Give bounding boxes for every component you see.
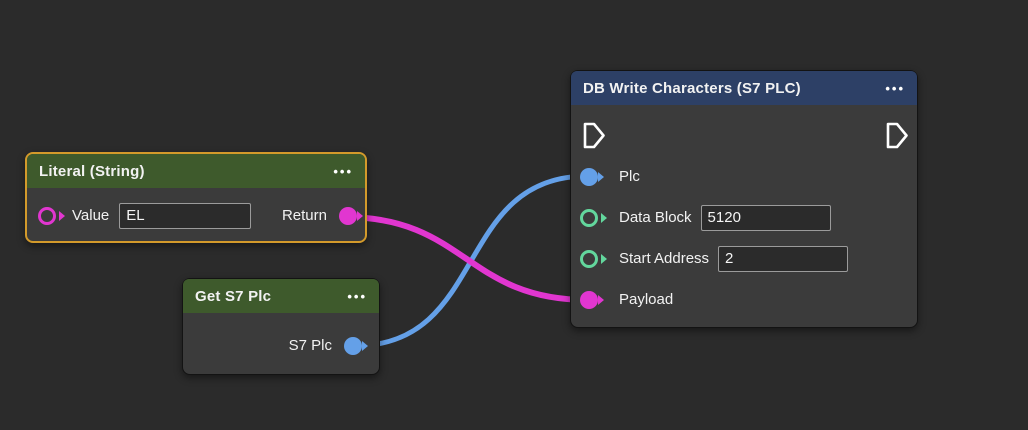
port-arrow-icon (601, 212, 607, 223)
node-literal-header[interactable]: Literal (String) ••• (27, 154, 365, 188)
payload-label: Payload (619, 291, 674, 308)
dbwrite-datablock-row: Data Block (571, 197, 917, 238)
plc-input-port[interactable] (580, 167, 604, 186)
flow-in-port-icon[interactable] (583, 122, 606, 149)
node-getplc-header[interactable]: Get S7 Plc ••• (183, 279, 379, 313)
node-getplc-title: Get S7 Plc (195, 287, 272, 305)
datablock-input-port[interactable] (580, 208, 607, 227)
node-dbwrite-menu-icon[interactable]: ••• (885, 80, 905, 96)
dbwrite-payload-row: Payload (571, 279, 917, 320)
value-input-port[interactable] (38, 206, 65, 225)
port-arrow-icon (601, 253, 607, 264)
port-arrow-icon (362, 340, 368, 351)
value-label: Value (72, 207, 110, 224)
datablock-text-field[interactable] (700, 204, 831, 231)
port-arrow-icon (357, 210, 363, 221)
node-literal-title: Literal (String) (39, 162, 145, 180)
wire-return-to-payload[interactable] (341, 214, 591, 303)
node-dbwrite-header[interactable]: DB Write Characters (S7 PLC) ••• (571, 71, 917, 105)
return-output-port[interactable] (339, 206, 363, 225)
return-label: Return (281, 207, 327, 224)
startaddress-label: Start Address (619, 250, 710, 267)
flow-out-port-icon[interactable] (886, 122, 909, 149)
literal-value-row: Value Return (27, 201, 365, 229)
node-getplc-menu-icon[interactable]: ••• (347, 288, 367, 304)
port-arrow-icon (598, 171, 604, 182)
dbwrite-plc-row: Plc (571, 156, 917, 197)
value-text-field[interactable] (119, 202, 252, 229)
port-arrow-icon (59, 210, 65, 221)
dbwrite-startaddress-row: Start Address (571, 238, 917, 279)
node-get-s7-plc[interactable]: Get S7 Plc ••• S7 Plc (182, 278, 380, 375)
port-arrow-icon (598, 294, 604, 305)
startaddress-text-field[interactable] (718, 245, 849, 272)
payload-input-port[interactable] (580, 290, 604, 309)
node-literal-string[interactable]: Literal (String) ••• Value Return (25, 152, 367, 243)
node-db-write-characters[interactable]: DB Write Characters (S7 PLC) ••• Plc Dat… (570, 70, 918, 328)
s7plc-output-port[interactable] (344, 336, 368, 355)
node-literal-menu-icon[interactable]: ••• (333, 163, 353, 179)
dbwrite-flow-row (571, 115, 917, 156)
node-dbwrite-title: DB Write Characters (S7 PLC) (583, 79, 801, 97)
datablock-label: Data Block (619, 209, 692, 226)
s7plc-label: S7 Plc (288, 337, 332, 354)
startaddress-input-port[interactable] (580, 249, 607, 268)
getplc-output-row: S7 Plc (183, 333, 379, 355)
plc-label: Plc (619, 168, 640, 185)
